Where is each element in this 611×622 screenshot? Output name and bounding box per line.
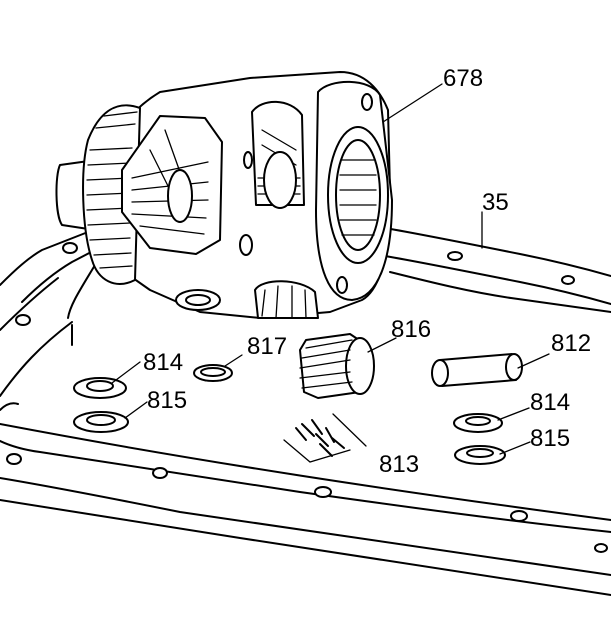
callout-814-left: 814 xyxy=(143,349,183,376)
callout-678: 678 xyxy=(443,65,483,92)
case-housing xyxy=(0,227,611,596)
callout-817: 817 xyxy=(247,333,287,360)
washer-814-left xyxy=(73,377,127,399)
shaft-pin-812 xyxy=(431,353,523,387)
washer-814-right xyxy=(453,413,503,433)
callout-813: 813 xyxy=(379,451,419,478)
differential-case-678 xyxy=(55,71,393,319)
callout-812: 812 xyxy=(551,330,591,357)
callout-815-right: 815 xyxy=(530,425,570,452)
leader-lines xyxy=(111,83,550,455)
callout-815-left: 815 xyxy=(147,387,187,414)
pins-813 xyxy=(283,419,351,463)
washer-815-right xyxy=(454,445,506,465)
ring-817 xyxy=(193,364,233,382)
callout-816: 816 xyxy=(391,316,431,343)
callout-35: 35 xyxy=(482,189,509,216)
pinion-gear-816 xyxy=(299,333,375,399)
callout-814-right: 814 xyxy=(530,389,570,416)
case-bolt-holes xyxy=(6,242,608,553)
washer-815-left xyxy=(73,411,129,433)
